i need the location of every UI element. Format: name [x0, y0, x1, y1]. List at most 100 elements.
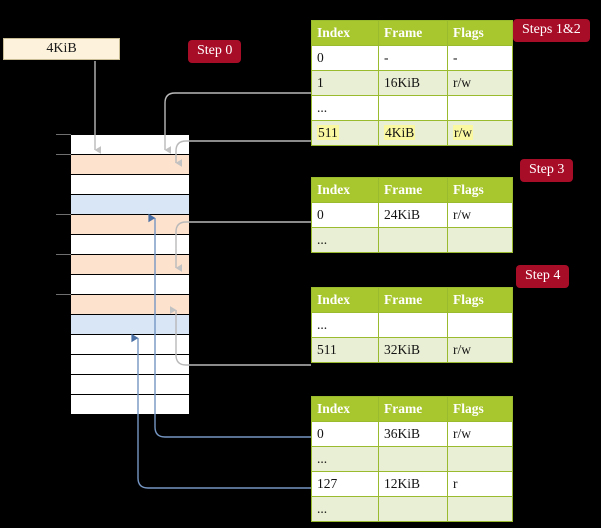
- column-header-flags: Flags: [447, 20, 513, 46]
- table-row: ...: [311, 227, 513, 253]
- memory-frame-row: [70, 294, 190, 315]
- memory-frame-row: [70, 214, 190, 235]
- table-cell-flags: r: [447, 471, 513, 497]
- table-cell-index: 0: [311, 421, 379, 447]
- memory-frame-row: [70, 174, 190, 195]
- cell-highlight: 4KiB: [384, 124, 416, 140]
- memory-frame-row: [70, 354, 190, 375]
- table-cell-index: 127: [311, 471, 379, 497]
- table-cell-index: ...: [311, 227, 379, 253]
- table-cell-frame: [378, 95, 448, 121]
- memory-frame-row: [70, 314, 190, 335]
- table-row: 0--: [311, 45, 513, 71]
- memory-row-tick: [56, 134, 71, 135]
- table-cell-index: 1: [311, 70, 379, 96]
- badge-steps-1-2: Steps 1&2: [513, 19, 590, 42]
- memory-frame-row: [70, 394, 190, 415]
- table-cell-index: ...: [311, 95, 379, 121]
- page-frame-box-4kib: 4KiB: [3, 38, 120, 60]
- table-cell-flags: [447, 95, 513, 121]
- memory-frame-row: [70, 374, 190, 395]
- table-row: ...: [311, 496, 513, 522]
- memory-row-tick: [56, 154, 71, 155]
- table-cell-index: 0: [311, 202, 379, 228]
- column-header-frame: Frame: [378, 20, 448, 46]
- column-header-flags: Flags: [447, 396, 513, 422]
- column-header-index: Index: [311, 177, 379, 203]
- page-frame-box-label: 4KiB: [46, 41, 77, 56]
- table-cell-index: 511: [311, 337, 379, 363]
- table-row: ...: [311, 312, 513, 338]
- column-header-index: Index: [311, 396, 379, 422]
- column-header-frame: Frame: [378, 177, 448, 203]
- column-header-index: Index: [311, 287, 379, 313]
- memory-frame-row: [70, 334, 190, 355]
- table-cell-index: ...: [311, 496, 379, 522]
- table-cell-frame: 4KiB: [378, 120, 448, 146]
- table-cell-index: ...: [311, 446, 379, 472]
- table-cell-flags: [447, 446, 513, 472]
- table-row: ...: [311, 95, 513, 121]
- table-cell-frame: -: [378, 45, 448, 71]
- table-cell-frame: 32KiB: [378, 337, 448, 363]
- badge-step-4: Step 4: [516, 265, 570, 288]
- column-header-flags: Flags: [447, 287, 513, 313]
- memory-frame-row: [70, 154, 190, 175]
- memory-row-tick: [56, 254, 71, 255]
- table-row: ...: [311, 446, 513, 472]
- physical-memory-column: [70, 134, 190, 415]
- table-cell-flags: r/w: [447, 421, 513, 447]
- memory-frame-row: [70, 134, 190, 155]
- table-cell-flags: r/w: [447, 120, 513, 146]
- table-cell-flags: -: [447, 45, 513, 71]
- table-cell-frame: [378, 312, 448, 338]
- column-header-frame: Frame: [378, 396, 448, 422]
- cell-highlight: 511: [317, 124, 339, 140]
- table-cell-flags: [447, 496, 513, 522]
- table-cell-flags: r/w: [447, 202, 513, 228]
- table-cell-index: 511: [311, 120, 379, 146]
- connector-pd-row511-to-memory: [169, 306, 311, 366]
- table-row: 511 4KiB r/w: [311, 120, 513, 146]
- column-header-flags: Flags: [447, 177, 513, 203]
- column-header-frame: Frame: [378, 287, 448, 313]
- column-header-index: Index: [311, 20, 379, 46]
- connector-memory-to-pdp-entry: [175, 140, 311, 167]
- table-cell-frame: 36KiB: [378, 421, 448, 447]
- badge-step-0: Step 0: [188, 40, 242, 63]
- table-cell-frame: 12KiB: [378, 471, 448, 497]
- table-cell-flags: r/w: [447, 70, 513, 96]
- memory-frame-row: [70, 194, 190, 215]
- table-cell-flags: r/w: [447, 337, 513, 363]
- memory-frame-row: [70, 274, 190, 295]
- memory-row-tick: [56, 294, 71, 295]
- table-cell-flags: [447, 312, 513, 338]
- cell-highlight: r/w: [453, 124, 473, 140]
- table-cell-index: ...: [311, 312, 379, 338]
- memory-frame-row: [70, 234, 190, 255]
- badge-step-3: Step 3: [520, 159, 574, 182]
- table-cell-frame: [378, 446, 448, 472]
- table-cell-flags: [447, 227, 513, 253]
- table-cell-frame: [378, 496, 448, 522]
- memory-row-tick: [56, 214, 71, 215]
- table-cell-frame: 24KiB: [378, 202, 448, 228]
- table-cell-index: 0: [311, 45, 379, 71]
- connector-pdp-row0-to-memory: [175, 221, 311, 272]
- memory-frame-row: [70, 254, 190, 275]
- table-cell-frame: 16KiB: [378, 70, 448, 96]
- table-cell-frame: [378, 227, 448, 253]
